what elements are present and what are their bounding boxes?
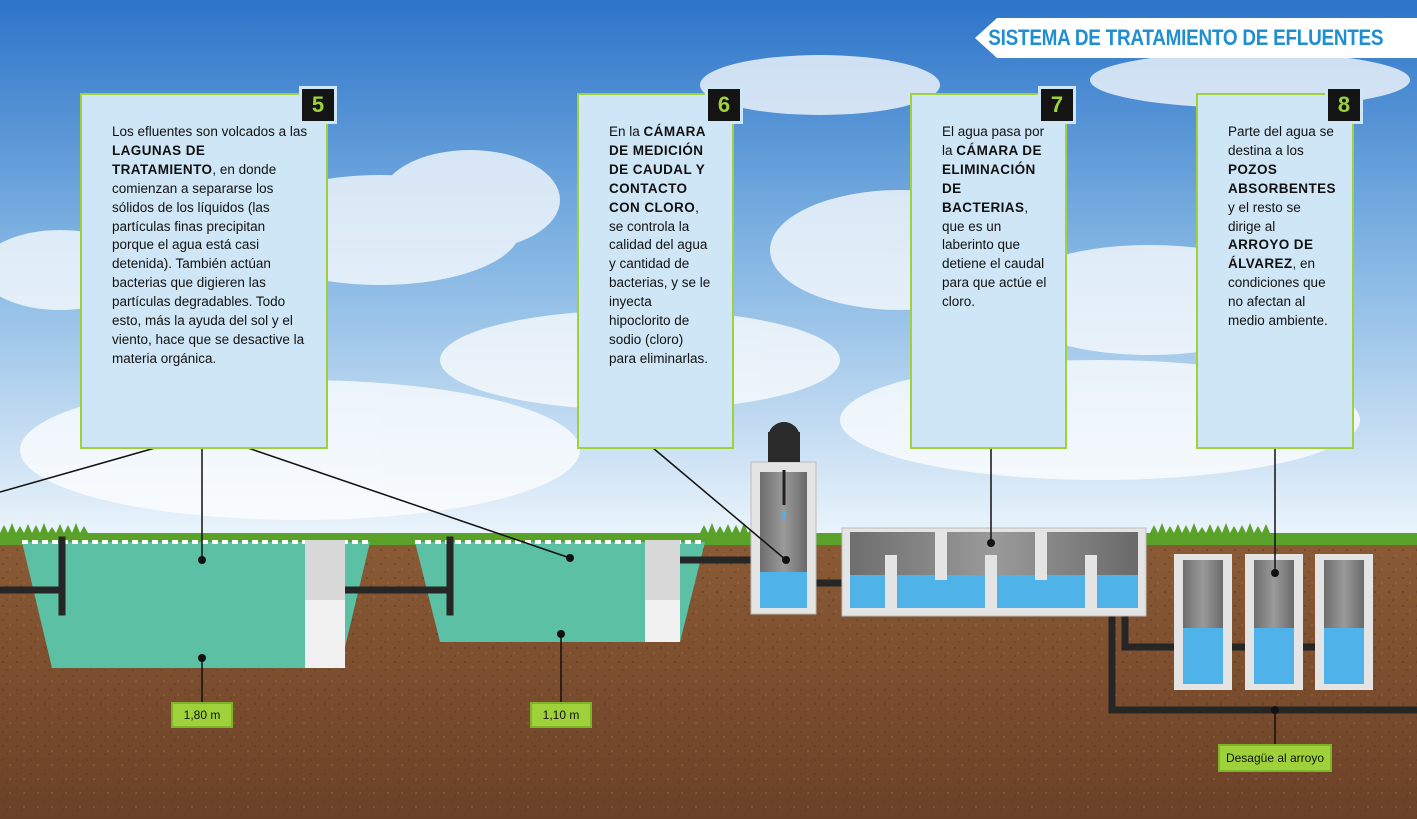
step-5-text-part: LAGUNAS DE TRATAMIENTO — [112, 142, 213, 177]
step-5-text-part: , en donde comienzan a separarse los sól… — [112, 161, 305, 366]
depth-label-lagoon-1: 1,80 m — [171, 702, 233, 728]
step-5-text: Los efluentes son volcados a las LAGUNAS… — [112, 123, 308, 369]
step-6-text-part: CÁMARA DE MEDICIÓN DE CAUDAL Y CONTACTO … — [609, 124, 706, 215]
step-8-text-part: POZOS ABSORBENTES — [1228, 161, 1336, 196]
step-7-callout: El agua pasa por la CÁMARA DE ELIMINACIÓ… — [910, 93, 1067, 449]
step-7-text-part: CÁMARA DE ELIMINACIÓN DE BACTERIAS — [942, 142, 1042, 215]
step-8-number: 8 — [1325, 86, 1363, 124]
lagoon-2-water — [415, 542, 705, 642]
step-6-text-part: , se controla la calidad del agua y cant… — [609, 199, 711, 366]
chlorine-chamber — [750, 422, 817, 615]
step-5-callout: Los efluentes son volcados a las LAGUNAS… — [80, 93, 328, 449]
step-7-text-part: El agua pasa por la — [942, 124, 1045, 158]
outlet-label: Desagüe al arroyo — [1218, 744, 1332, 772]
step-6-callout: En la CÁMARA DE MEDICIÓN DE CAUDAL Y CON… — [577, 93, 734, 449]
diagram-title: SISTEMA DE TRATAMIENTO DE EFLUENTES — [988, 25, 1383, 50]
step-5-number: 5 — [299, 86, 337, 124]
step-8-text: Parte del agua se destina a los POZOS AB… — [1228, 123, 1336, 331]
step-6-text-part: En la — [609, 124, 644, 139]
step-8-text-part: y el resto se dirige al — [1228, 199, 1301, 234]
step-8-text-part: Parte del agua se destina a los — [1228, 124, 1334, 158]
depth-label-lagoon-2: 1,10 m — [530, 702, 592, 728]
step-7-text: El agua pasa por la CÁMARA DE ELIMINACIÓ… — [942, 123, 1047, 312]
step-8-text-part: , en condiciones que no afectan al medio… — [1228, 256, 1328, 329]
lagoon-1-water — [22, 542, 370, 668]
step-7-number: 7 — [1038, 86, 1076, 124]
leader-lines — [0, 447, 1276, 746]
absorbent-wells — [1174, 554, 1373, 690]
step-6-number: 6 — [705, 86, 743, 124]
leader-dots — [198, 539, 1279, 714]
water-drop-icon — [782, 510, 786, 519]
step-5-text-part: Los efluentes son volcados a las — [112, 124, 308, 139]
step-6-text: En la CÁMARA DE MEDICIÓN DE CAUDAL Y CON… — [609, 123, 714, 369]
step-8-text-part: ARROYO DE ÁLVAREZ — [1228, 237, 1314, 272]
step-8-callout: Parte del agua se destina a los POZOS AB… — [1196, 93, 1354, 449]
step-7-text-part: , que es un laberinto que detiene el cau… — [942, 199, 1047, 310]
title-banner: SISTEMA DE TRATAMIENTO DE EFLUENTES — [975, 18, 1417, 58]
